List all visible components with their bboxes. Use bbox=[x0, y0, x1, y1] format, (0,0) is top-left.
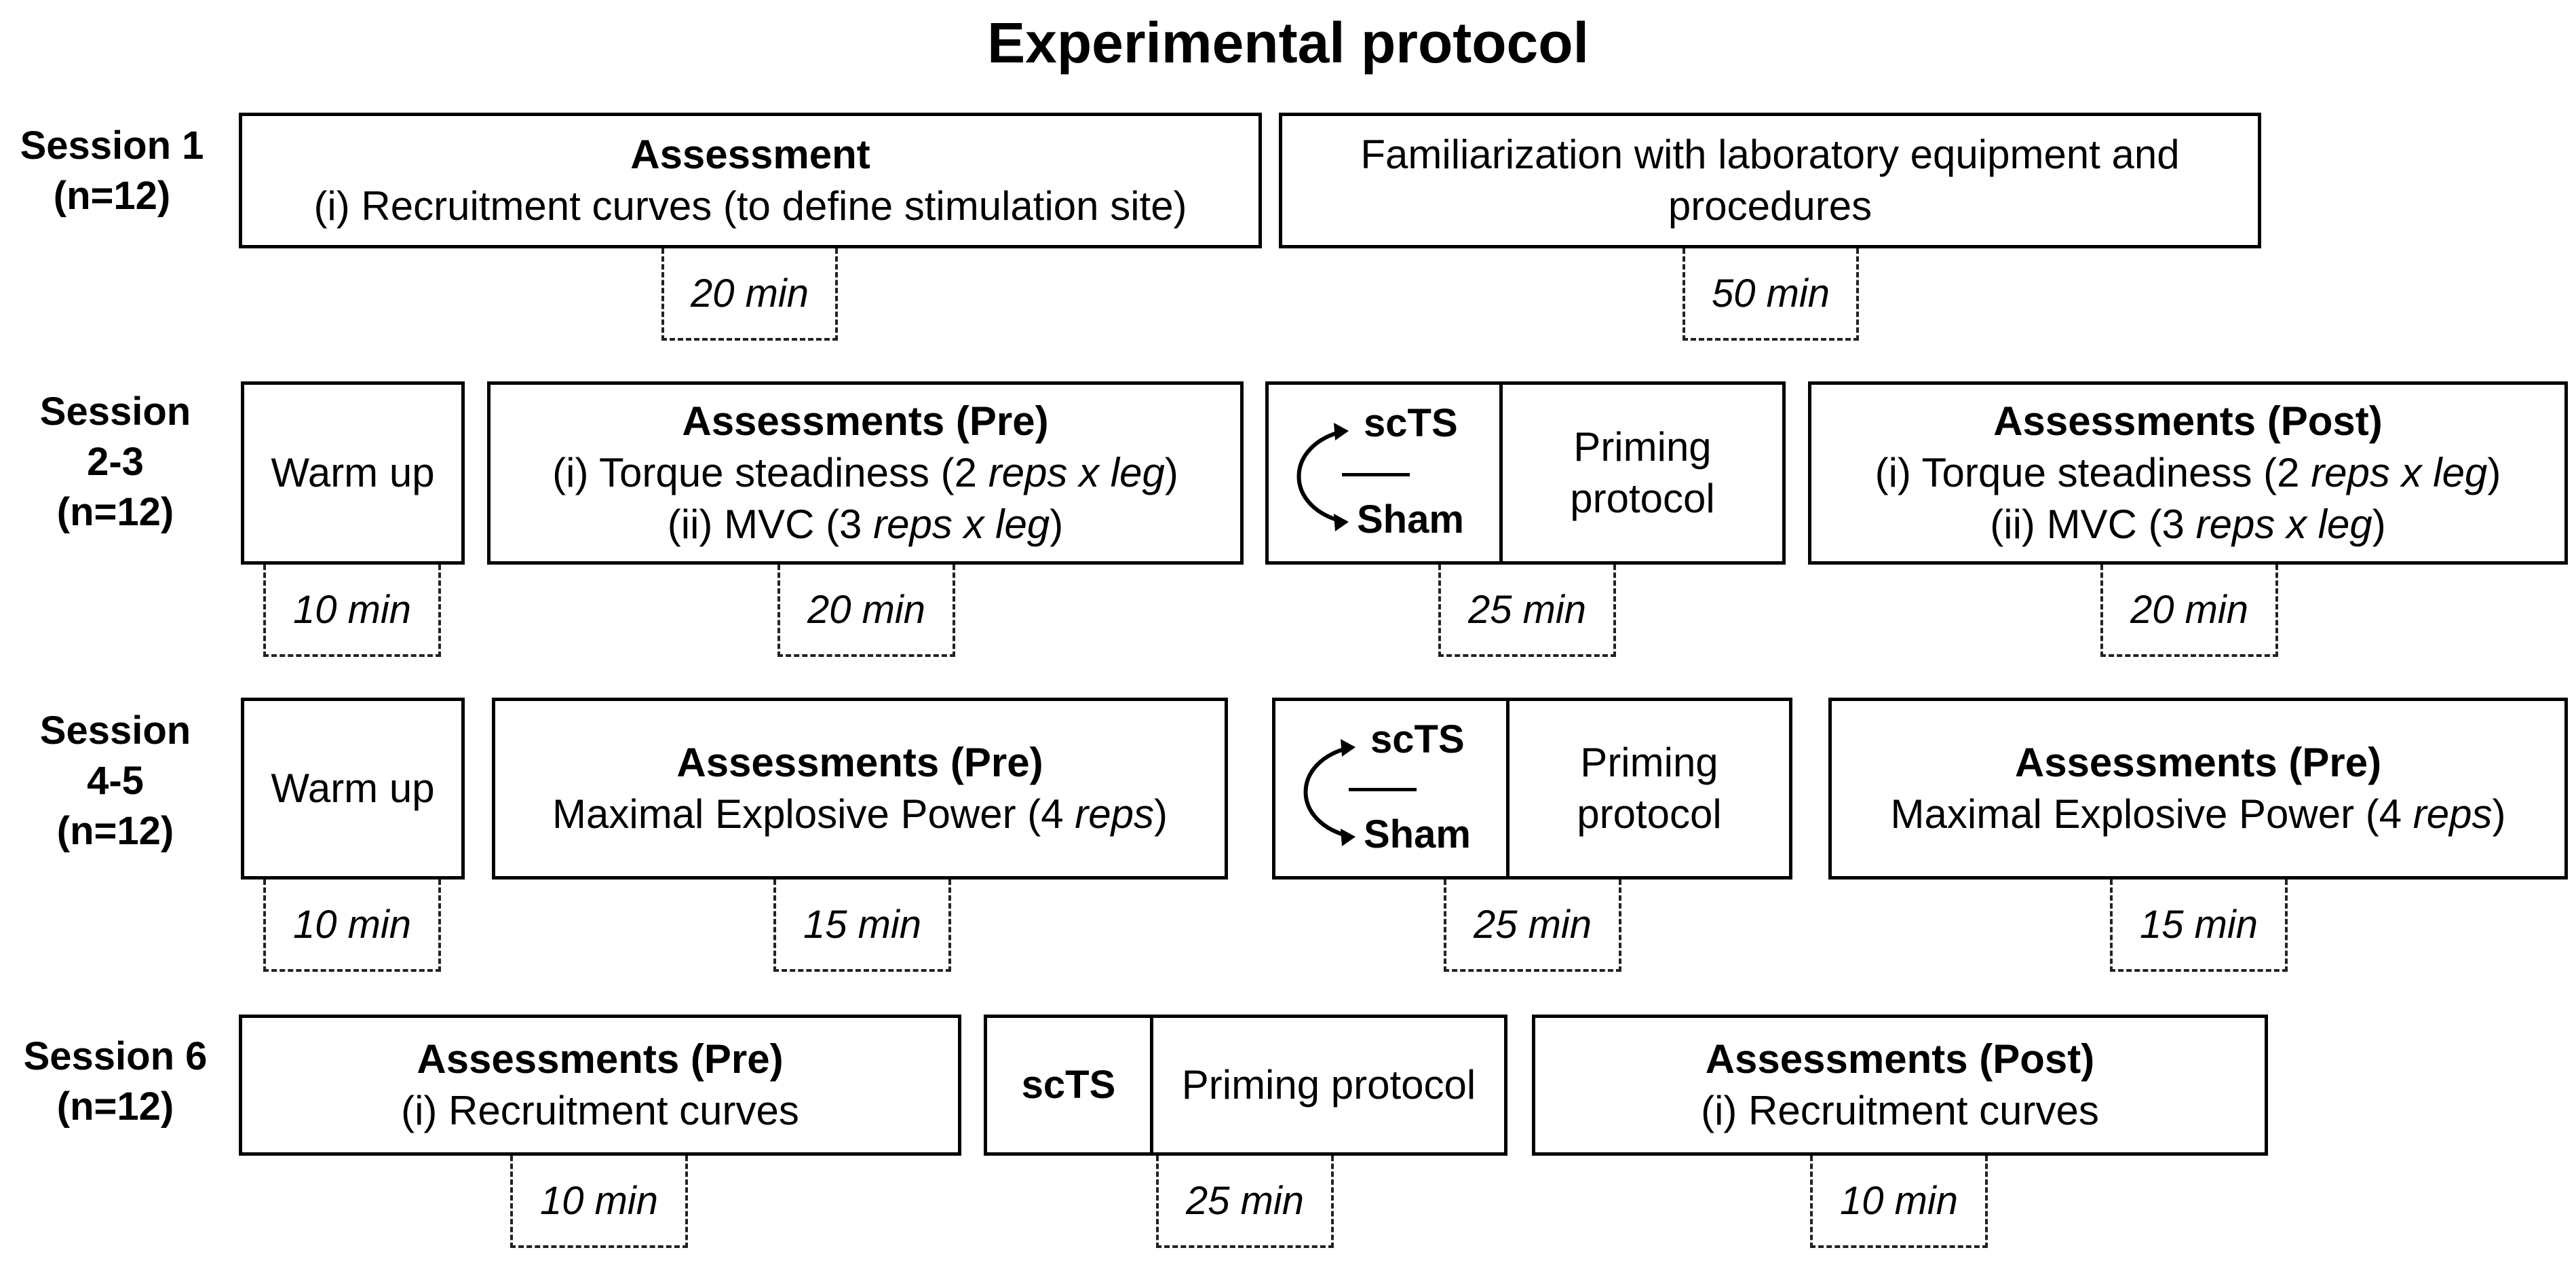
sham-label: Sham bbox=[1357, 497, 1464, 542]
scts-label: scTS bbox=[1021, 1063, 1116, 1107]
scts-label: scTS bbox=[1370, 717, 1465, 761]
session-4-5-pre-duration: 15 min bbox=[773, 880, 951, 972]
session-4-5-post-assessment-box: Assessments (Pre) Maximal Explosive Powe… bbox=[1828, 698, 2568, 880]
session-4-5-label: Session 4-5 (n=12) bbox=[39, 708, 191, 853]
session-4-5-priming-duration: 25 min bbox=[1444, 880, 1621, 972]
session-6-label: Session 6 (n=12) bbox=[23, 1034, 208, 1129]
session-1-label: Session 1 (n=12) bbox=[20, 124, 204, 218]
session-4-5-warmup-box: Warm up bbox=[241, 698, 465, 880]
session-6-pre-assessment-box: Assessments (Pre) (i) Recruitment curves bbox=[239, 1015, 961, 1156]
session-6-post-duration: 10 min bbox=[1810, 1156, 1988, 1248]
session-6-post-assessment-box: Assessments (Post) (i) Recruitment curve… bbox=[1532, 1015, 2268, 1156]
session-2-3-pre-assessment-box: Assessments (Pre) (i) Torque steadiness … bbox=[487, 381, 1244, 565]
session-2-3-pre-duration: 20 min bbox=[777, 565, 955, 657]
session-4-5-priming-box: scTS Sham Priming protocol bbox=[1272, 698, 1792, 880]
sctsLabel: scTS bbox=[1364, 401, 1458, 445]
session-2-3-label: Session 2-3 (n=12) bbox=[39, 390, 191, 534]
session-2-3-priming-box: scTS Sham Priming protocol bbox=[1265, 381, 1786, 565]
session-2-3-warmup-box: Warm up bbox=[241, 381, 465, 565]
curved-arrow-icon bbox=[1296, 423, 1349, 531]
sham-label: Sham bbox=[1364, 812, 1471, 856]
session-2-3-post-assessment-box: Assessments (Post) (i) Torque steadiness… bbox=[1808, 381, 2568, 565]
session-1-assessment-duration: 20 min bbox=[661, 248, 838, 341]
session-2-3-post-duration: 20 min bbox=[2100, 565, 2278, 657]
session-4-5-pre-assessment-box: Assessments (Pre) Maximal Explosive Powe… bbox=[492, 698, 1228, 880]
diagram-title: Experimental protocol bbox=[987, 11, 1589, 75]
session-4-5-warmup-duration: 10 min bbox=[263, 880, 441, 972]
session-6-priming-duration: 25 min bbox=[1156, 1156, 1334, 1248]
session-2-3-warmup-duration: 10 min bbox=[263, 565, 441, 657]
curved-arrow-icon bbox=[1303, 739, 1356, 846]
session-2-3-priming-duration: 25 min bbox=[1438, 565, 1616, 657]
session-4-5-post-duration: 15 min bbox=[2110, 880, 2288, 972]
session-1-familiarization-box: Familiarization with laboratory equipmen… bbox=[1279, 113, 2261, 248]
session-6-pre-duration: 10 min bbox=[510, 1156, 688, 1248]
session-6-priming-box: scTS Priming protocol bbox=[984, 1015, 1507, 1156]
session-1-assessment-box: Assessment (i) Recruitment curves (to de… bbox=[239, 113, 1262, 248]
session-1-familiarization-duration: 50 min bbox=[1683, 248, 1859, 341]
